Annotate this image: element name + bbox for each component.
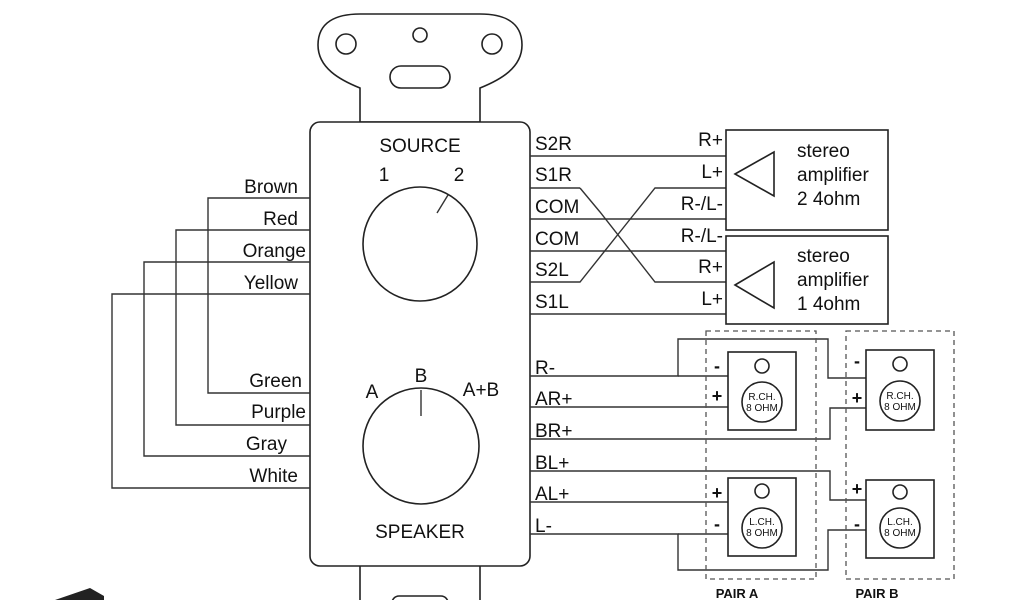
terminal-com-2: COM bbox=[535, 229, 579, 250]
terminal-s1l: S1L bbox=[535, 292, 569, 313]
source-pos-1: 1 bbox=[379, 165, 390, 186]
speaker-a-right: R.CH. 8 OHM - + bbox=[712, 351, 797, 431]
svg-text:8 OHM: 8 OHM bbox=[884, 528, 916, 539]
speaker-pos-ab: A+B bbox=[463, 380, 499, 401]
terminal-s2l: S2L bbox=[535, 260, 569, 281]
terminal-r-minus: R- bbox=[535, 358, 555, 379]
svg-text:8 OHM: 8 OHM bbox=[746, 403, 778, 414]
speaker-a-left: L.CH. 8 OHM + - bbox=[712, 477, 797, 557]
svg-text:-: - bbox=[854, 351, 860, 371]
wire-label-yellow: Yellow bbox=[244, 273, 299, 294]
svg-text:R.CH.: R.CH. bbox=[748, 392, 775, 403]
speaker-pos-b: B bbox=[415, 366, 428, 387]
svg-text:-: - bbox=[714, 514, 720, 534]
amp1-terminal-l-plus: L+ bbox=[701, 289, 723, 310]
speaker-b-left: L.CH. 8 OHM + - bbox=[852, 479, 935, 559]
terminal-s1r: S1R bbox=[535, 165, 572, 186]
wire-label-purple: Purple bbox=[251, 402, 306, 423]
terminal-br-plus: BR+ bbox=[535, 421, 573, 442]
amp1-line1: stereo bbox=[797, 246, 850, 267]
speaker-b-right: R.CH. 8 OHM - + bbox=[852, 349, 935, 431]
source-title: SOURCE bbox=[379, 136, 460, 157]
amp2-terminal-r-plus: R+ bbox=[698, 130, 723, 151]
svg-text:R.CH.: R.CH. bbox=[886, 391, 913, 402]
svg-text:+: + bbox=[712, 386, 723, 406]
wire-label-orange: Orange bbox=[243, 241, 306, 262]
amp1-terminal-r-plus: R+ bbox=[698, 257, 723, 278]
amp2-terminal-l-plus: L+ bbox=[701, 162, 723, 183]
source-knob[interactable] bbox=[362, 186, 478, 302]
terminal-s2r: S2R bbox=[535, 134, 572, 155]
source-knob-pointer bbox=[436, 194, 449, 214]
wire-label-white: White bbox=[249, 466, 298, 487]
speaker-knob[interactable] bbox=[362, 387, 480, 505]
svg-text:8 OHM: 8 OHM bbox=[884, 402, 916, 413]
amp1-line2: amplifier bbox=[797, 270, 869, 291]
pair-a-label: PAIR A bbox=[716, 586, 759, 600]
pair-a-boundary bbox=[705, 330, 817, 580]
source-pos-2: 2 bbox=[454, 165, 465, 186]
mounting-strap-bottom bbox=[359, 564, 481, 600]
svg-text:+: + bbox=[852, 388, 863, 408]
amp1-line3: 1 4ohm bbox=[797, 294, 860, 315]
svg-text:+: + bbox=[712, 483, 723, 503]
svg-text:+: + bbox=[852, 479, 863, 499]
wire-label-red: Red bbox=[263, 209, 298, 230]
svg-text:L.CH.: L.CH. bbox=[749, 517, 775, 528]
amp1-terminal-com: R-/L- bbox=[681, 226, 723, 247]
pair-b-boundary bbox=[845, 330, 955, 580]
svg-text:L.CH.: L.CH. bbox=[887, 517, 913, 528]
svg-text:-: - bbox=[714, 356, 720, 376]
terminal-com-1: COM bbox=[535, 197, 579, 218]
logo-icon bbox=[55, 588, 104, 600]
pair-b-label: PAIR B bbox=[855, 586, 898, 600]
speaker-title: SPEAKER bbox=[375, 522, 465, 543]
amp2-terminal-com: R-/L- bbox=[681, 194, 723, 215]
amplifier-wires bbox=[530, 155, 726, 315]
terminal-al-plus: AL+ bbox=[535, 484, 569, 505]
svg-text:-: - bbox=[854, 514, 860, 534]
mounting-strap-top bbox=[317, 13, 523, 123]
terminal-bl-plus: BL+ bbox=[535, 453, 569, 474]
amplifier-1: R-/L- R+ L+ stereo amplifier 1 4ohm bbox=[681, 226, 889, 325]
svg-text:8 OHM: 8 OHM bbox=[746, 528, 778, 539]
speaker-pos-a: A bbox=[366, 382, 379, 403]
terminal-l-minus: L- bbox=[535, 516, 552, 537]
amplifier-2: R+ L+ R-/L- stereo amplifier 2 4ohm bbox=[681, 129, 889, 231]
amp2-line3: 2 4ohm bbox=[797, 189, 860, 210]
wire-label-gray: Gray bbox=[246, 434, 288, 455]
terminal-ar-plus: AR+ bbox=[535, 389, 573, 410]
amp2-line2: amplifier bbox=[797, 165, 869, 186]
speaker-wires bbox=[530, 338, 866, 571]
wire-label-green: Green bbox=[249, 371, 302, 392]
amp2-line1: stereo bbox=[797, 141, 850, 162]
left-wires bbox=[111, 197, 310, 489]
wire-label-brown: Brown bbox=[244, 177, 298, 198]
